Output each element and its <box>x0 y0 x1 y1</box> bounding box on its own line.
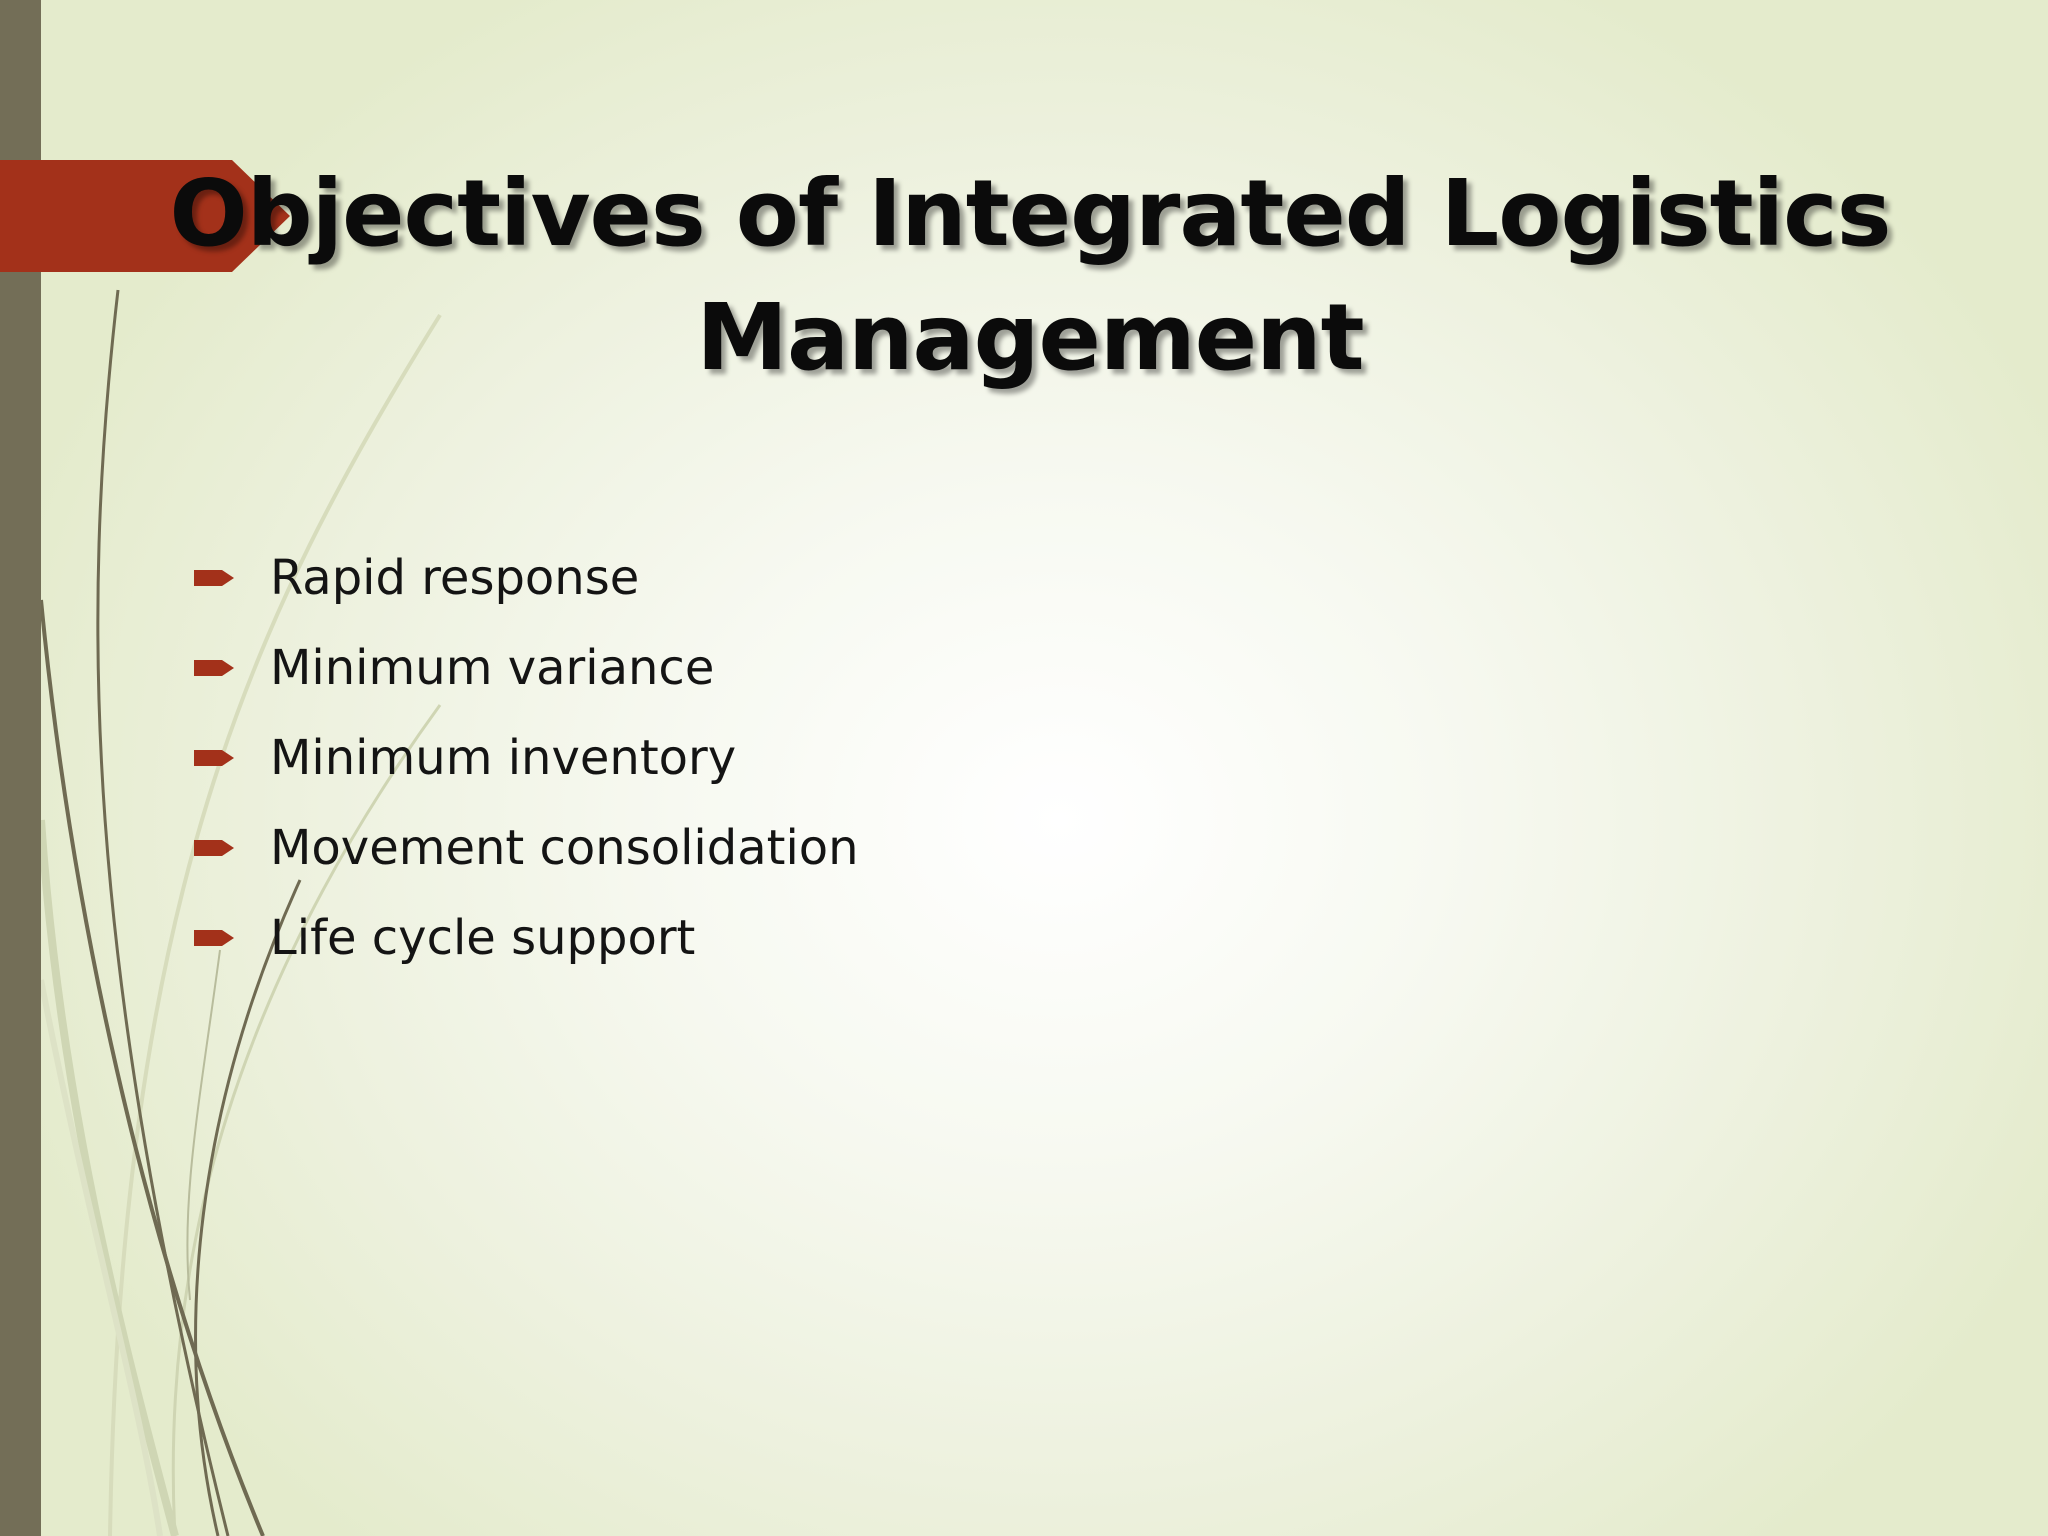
list-item: Minimum variance <box>190 623 859 713</box>
arrow-right-icon <box>194 930 234 946</box>
arrow-right-icon <box>194 840 234 856</box>
arrow-right-icon <box>194 660 234 676</box>
bullet-text: Life cycle support <box>270 910 696 966</box>
arrow-right-icon <box>194 570 234 586</box>
bullet-text: Minimum variance <box>270 640 715 696</box>
bullet-list: Rapid response Minimum variance Minimum … <box>190 533 859 983</box>
bullet-text: Movement consolidation <box>270 820 859 876</box>
bullet-text: Rapid response <box>270 550 640 606</box>
list-item: Rapid response <box>190 533 859 623</box>
list-item: Movement consolidation <box>190 803 859 893</box>
title-accent-tab <box>0 160 290 272</box>
slide-title-line-2: Management <box>696 284 1364 391</box>
arrow-right-icon <box>194 750 234 766</box>
bullet-text: Minimum inventory <box>270 730 737 786</box>
slide-title-line-1: Objectives of Integrated Logistics <box>169 160 1892 267</box>
list-item: Life cycle support <box>190 893 859 983</box>
list-item: Minimum inventory <box>190 713 859 803</box>
slide-title: Objectives of Integrated Logistics Manag… <box>160 152 1900 400</box>
